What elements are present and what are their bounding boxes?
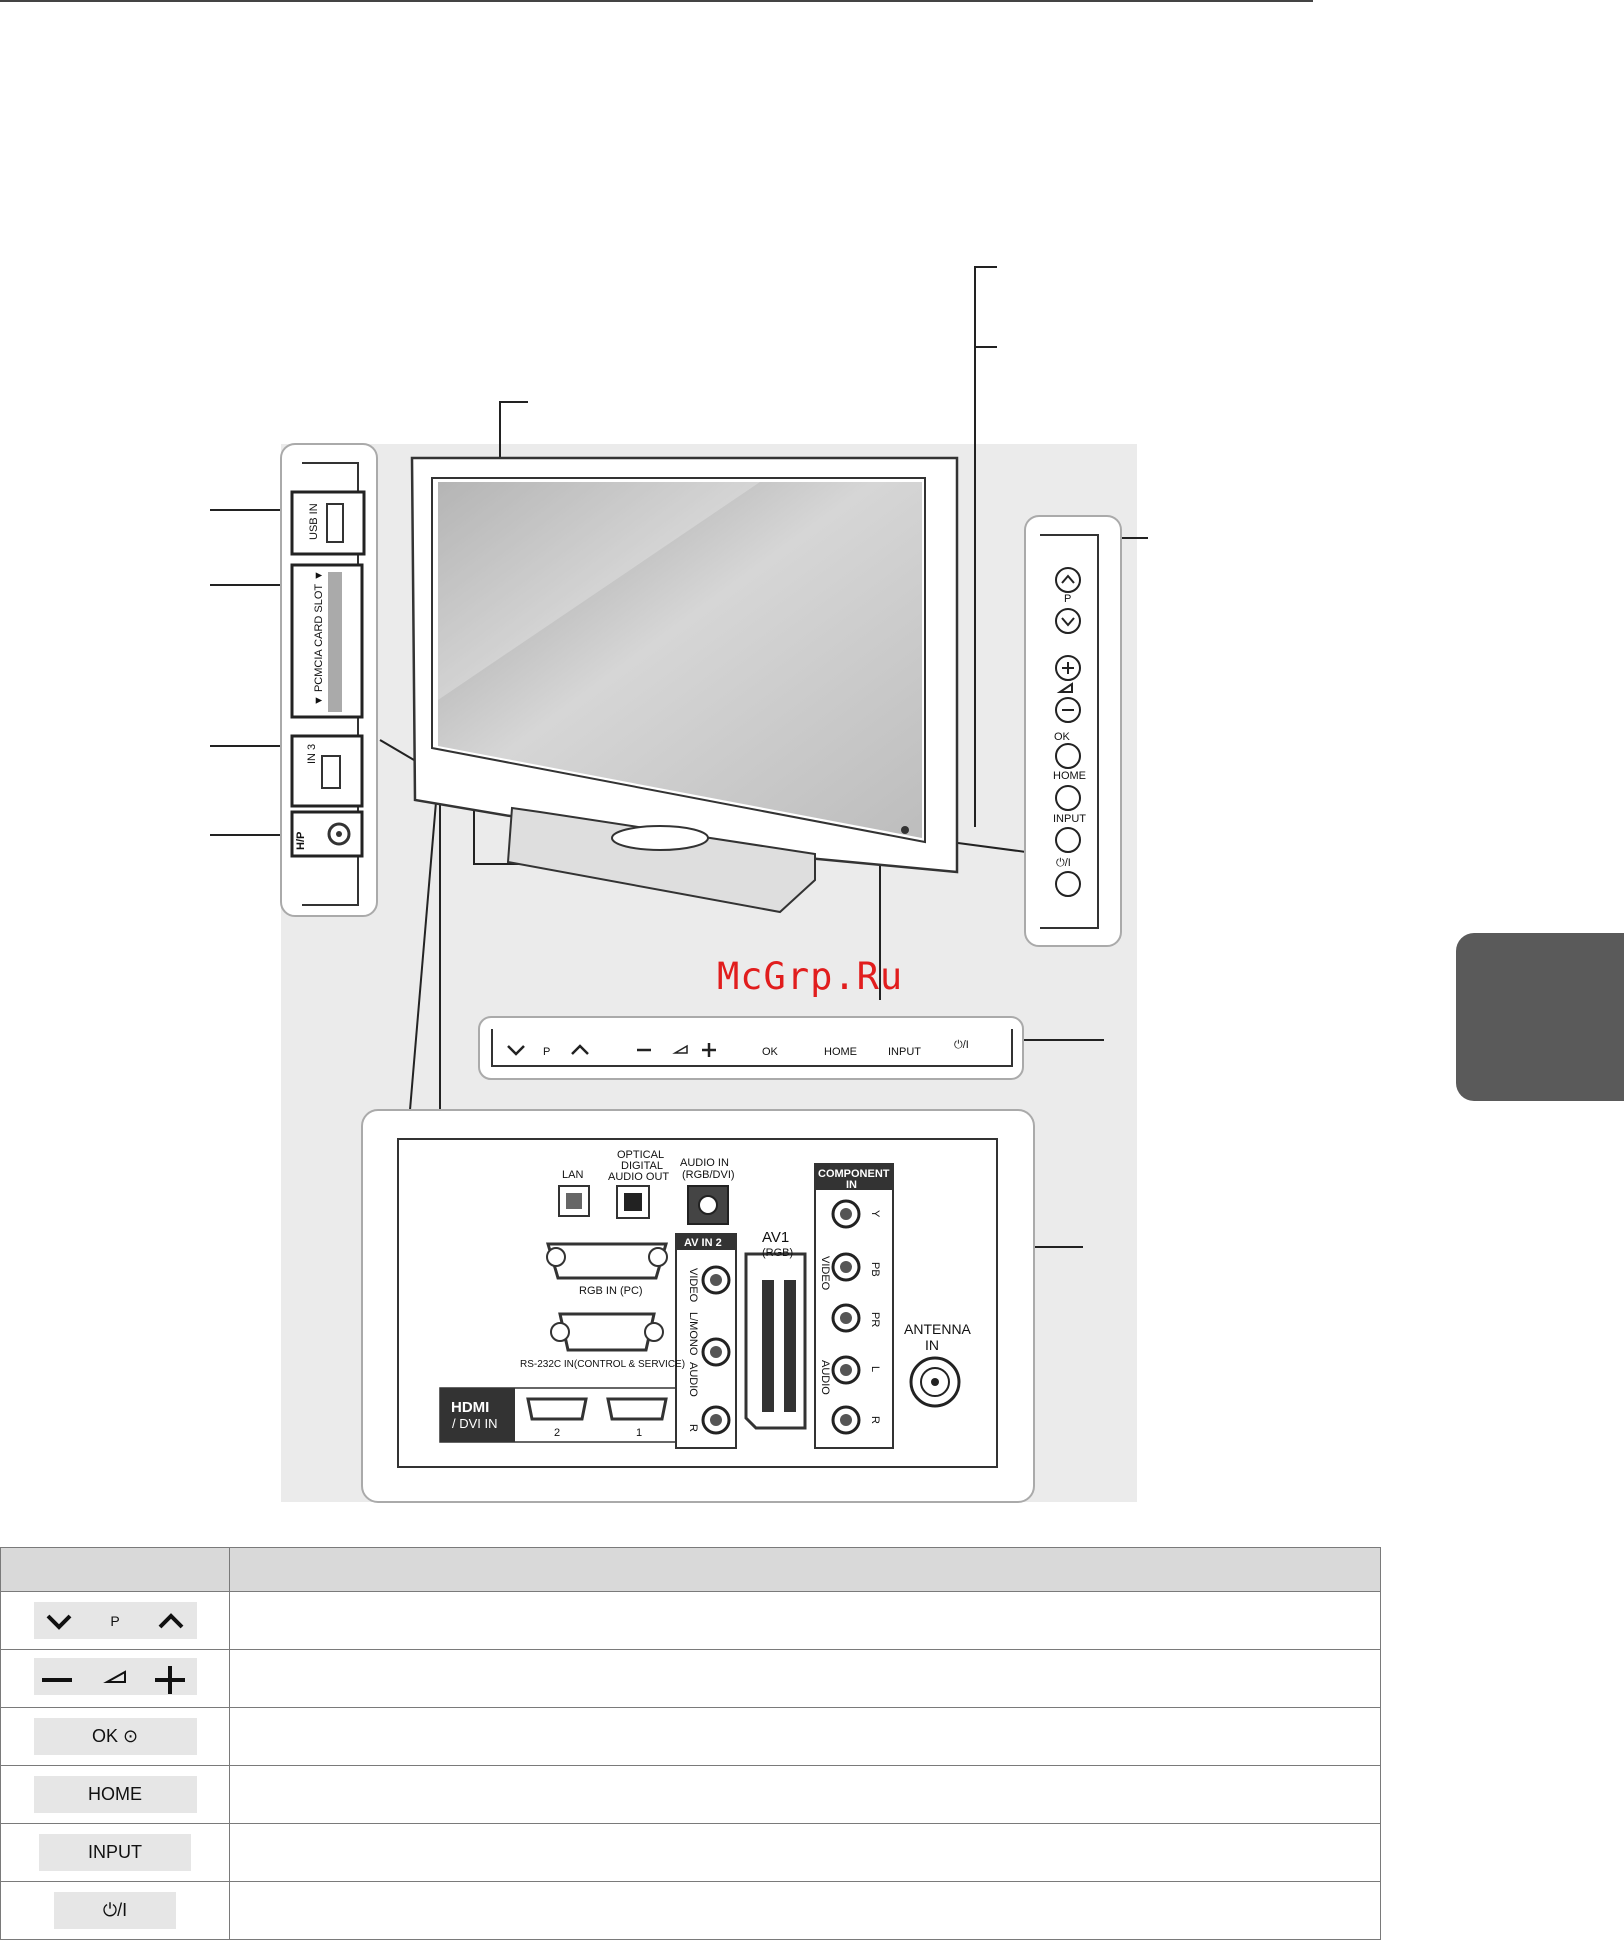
comp-l-label: L [869, 1366, 881, 1372]
antenna-label-2: IN [925, 1337, 939, 1353]
comp-y-label: Y [869, 1210, 881, 1218]
hdmi-rear-logo: HDMI [451, 1399, 489, 1416]
headphone-label: H/P [295, 832, 307, 850]
optical-label-2: DIGITAL [621, 1160, 663, 1172]
side-input-label: INPUT [1053, 813, 1086, 825]
rear-panel [361, 1109, 1035, 1503]
home-label: HOME [88, 1784, 142, 1804]
comp-r-label: R [869, 1416, 881, 1424]
tv-illustration: USB IN ▼ PCMCIA CARD SLOT ▼ IN 3 H/P [210, 266, 1148, 1503]
ok-label: OK [91, 1726, 118, 1746]
home-icon: HOME [33, 1776, 197, 1813]
side-ok-label: OK [1054, 731, 1071, 743]
power-icon: ⏻/I [54, 1892, 176, 1929]
row-description [229, 1649, 1381, 1708]
row-description [229, 1881, 1381, 1940]
optical-label-3: AUDIO OUT [608, 1171, 669, 1183]
comp-audio-label: AUDIO [819, 1360, 831, 1395]
row-description [229, 1591, 1381, 1650]
pcmcia-label: ▼ PCMCIA CARD SLOT ▼ [313, 570, 325, 706]
av1-rgb-label: (RGB) [762, 1247, 793, 1259]
comp-pr-label: PR [869, 1312, 881, 1327]
rs232-label: RS-232C IN(CONTROL & SERVICE) [520, 1359, 685, 1370]
channel-p-label: P [110, 1613, 120, 1629]
button-legend-table: P OK ⊙ HOME IN [0, 1547, 1381, 1940]
bar-power-label: ⏻/I [954, 1039, 969, 1051]
table-header-cell [229, 1547, 1381, 1592]
bar-input-label: INPUT [888, 1046, 921, 1058]
watermark: McGrp.Ru [717, 955, 904, 998]
av-in-2-label: AV IN 2 [684, 1237, 722, 1249]
tv-body [410, 456, 959, 914]
component-label-2: IN [846, 1179, 857, 1191]
side-home-label: HOME [1053, 770, 1086, 782]
av-video-label: VIDEO [687, 1268, 699, 1303]
ok-icon: OK ⊙ [33, 1718, 197, 1755]
optical-label-1: OPTICAL [617, 1149, 664, 1161]
row-description [229, 1765, 1381, 1824]
usb-label: USB IN [308, 503, 320, 540]
side-power-label: ⏻/I [1056, 857, 1071, 869]
av-audio-label: AUDIO [687, 1362, 699, 1397]
volume-icon [33, 1657, 197, 1695]
table-row: ⏻/I [0, 1881, 1381, 1940]
av1-label: AV1 [762, 1229, 789, 1246]
table-header-cell [0, 1547, 230, 1592]
table-row: P [0, 1591, 1381, 1650]
hdmi-2-label: 2 [554, 1427, 560, 1439]
side-buttons-panel: P OK HOME INPUT ⏻/I [1024, 515, 1122, 947]
av-r-label: R [687, 1424, 699, 1432]
chapter-tab [1456, 933, 1624, 1101]
table-header-row [0, 1547, 1381, 1592]
audio-in-label-1: AUDIO IN [680, 1157, 729, 1169]
av-lmono-label: L/MONO [687, 1312, 699, 1356]
dvi-in-label: / DVI IN [452, 1416, 498, 1431]
antenna-label-1: ANTENNA [904, 1321, 972, 1337]
table-row: OK ⊙ [0, 1707, 1381, 1766]
table-row: HOME [0, 1765, 1381, 1824]
hdmi-side-label: IN 3 [306, 744, 318, 764]
row-description [229, 1707, 1381, 1766]
bar-home-label: HOME [824, 1046, 857, 1058]
rgb-in-label: RGB IN (PC) [579, 1285, 643, 1297]
top-rule [0, 0, 1313, 2]
comp-pb-label: PB [869, 1262, 881, 1277]
channel-p-icon: P [33, 1602, 197, 1639]
audio-in-label-2: (RGB/DVI) [682, 1169, 735, 1181]
input-label: INPUT [88, 1842, 142, 1862]
component-label-1: COMPONENT [818, 1168, 890, 1180]
bar-ok-label: OK [762, 1046, 779, 1058]
lan-label: LAN [562, 1169, 583, 1181]
power-label: ⏻/I [102, 1900, 128, 1920]
hdmi-1-label: 1 [636, 1427, 642, 1439]
side-panel-left [280, 443, 378, 917]
row-description [229, 1823, 1381, 1882]
table-row: INPUT [0, 1823, 1381, 1882]
front-button-bar: P OK HOME INPUT ⏻/I [478, 1016, 1024, 1080]
comp-video-label: VIDEO [819, 1256, 831, 1291]
input-icon: INPUT [39, 1834, 191, 1871]
table-row [0, 1649, 1381, 1708]
bar-p-label: P [543, 1046, 550, 1058]
side-p-label: P [1064, 593, 1071, 605]
